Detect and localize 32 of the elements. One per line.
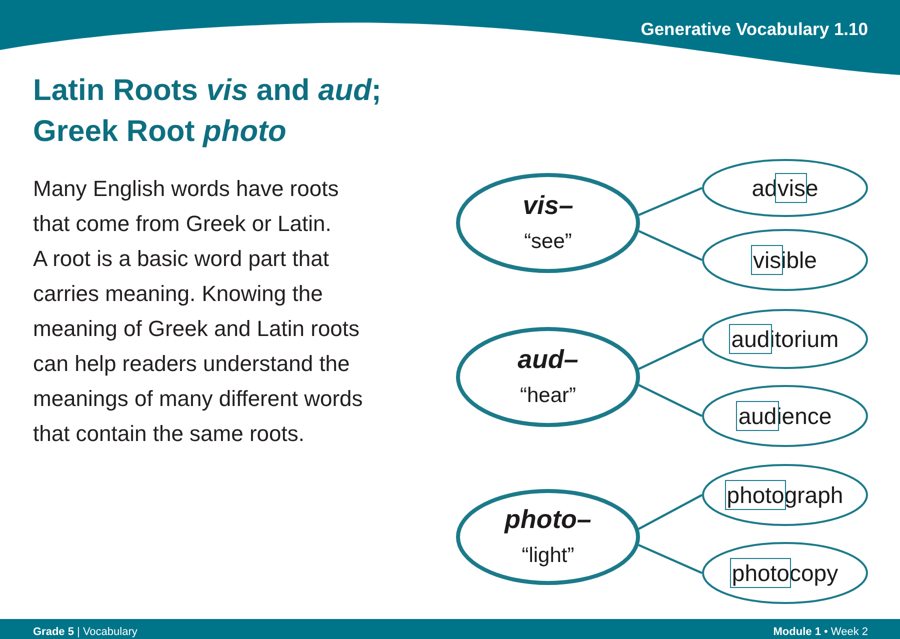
header-title: Generative Vocabulary 1.10: [640, 19, 868, 39]
word-label: photograph: [726, 481, 844, 510]
connector-line: [638, 544, 702, 574]
root-ellipse: [456, 327, 640, 427]
word-label: auditorium: [731, 325, 839, 354]
connector-line: [638, 230, 702, 261]
footer-grade: Grade 5 | Vocabulary: [33, 626, 138, 639]
word-ellipse: [702, 464, 868, 526]
word-ellipse: [702, 159, 868, 217]
root-ellipse: [456, 173, 640, 273]
root-label: photo–: [504, 503, 592, 535]
root-meaning: “light”: [522, 543, 574, 569]
page-title: Latin Roots vis and aud; Greek Root photo: [33, 73, 382, 150]
connector-line: [638, 494, 703, 530]
intro-paragraph: Many English words have roots that come from Greek or Latin.: [33, 175, 340, 238]
root-meaning: “hear”: [520, 383, 576, 409]
root-meaning: “see”: [524, 229, 572, 255]
word-ellipse: [702, 385, 868, 447]
root-label: aud–: [518, 343, 578, 375]
connector-line: [638, 384, 702, 417]
word-ellipse: [702, 542, 868, 604]
footer-module: Module 1 • Week 2: [773, 626, 868, 639]
word-ellipse: [702, 229, 868, 291]
root-label: vis–: [522, 189, 574, 221]
root-ellipse: [456, 489, 640, 585]
connector-line: [638, 186, 702, 216]
word-label: visible: [753, 246, 817, 275]
word-ellipse: [702, 309, 868, 369]
intro-paragraph: A root is a basic word part that carries meaning. Knowing the meaning of Greek and Latin roots can help readers understand the meanings of many different words that contain the same roots.: [33, 245, 364, 448]
word-label: audience: [738, 402, 832, 431]
connector-line: [638, 338, 702, 370]
word-label: photocopy: [732, 559, 838, 588]
